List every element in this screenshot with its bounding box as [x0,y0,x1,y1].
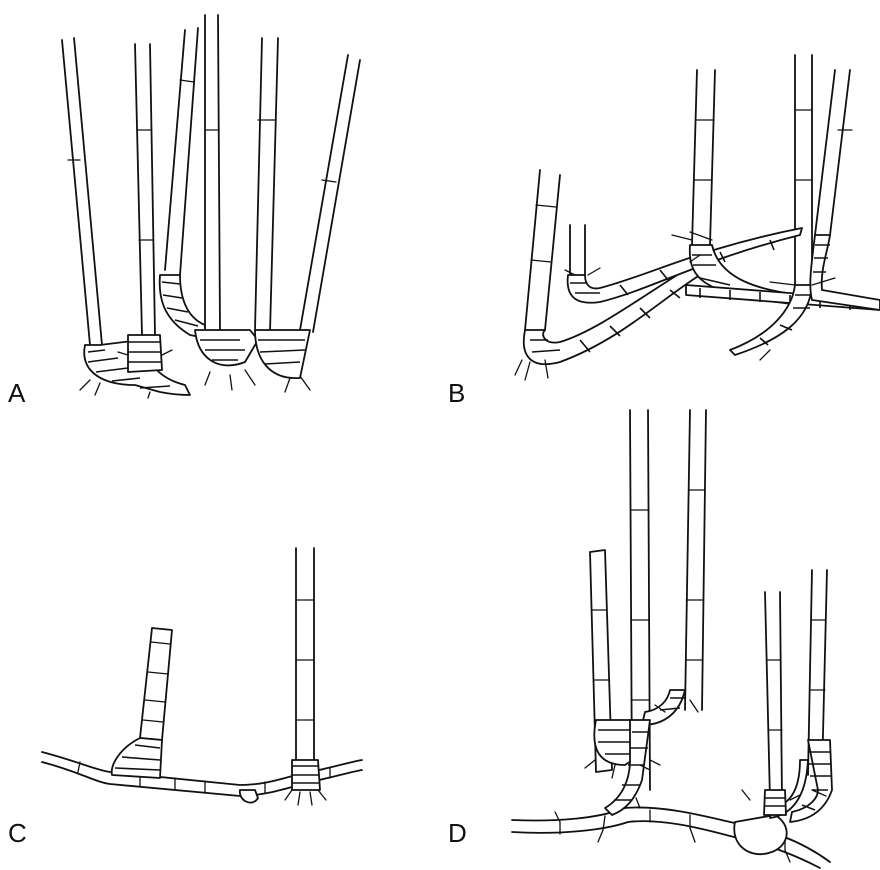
panel-label-a: A [8,378,26,408]
panel-label-b: B [448,378,465,408]
panel-b-drawing [515,55,880,380]
panel-c-drawing [42,548,362,805]
panel-d-drawing [512,410,832,868]
panel-a-drawing [62,15,360,398]
panel-label-d: D [448,818,467,848]
panel-label-c: C [8,818,27,848]
